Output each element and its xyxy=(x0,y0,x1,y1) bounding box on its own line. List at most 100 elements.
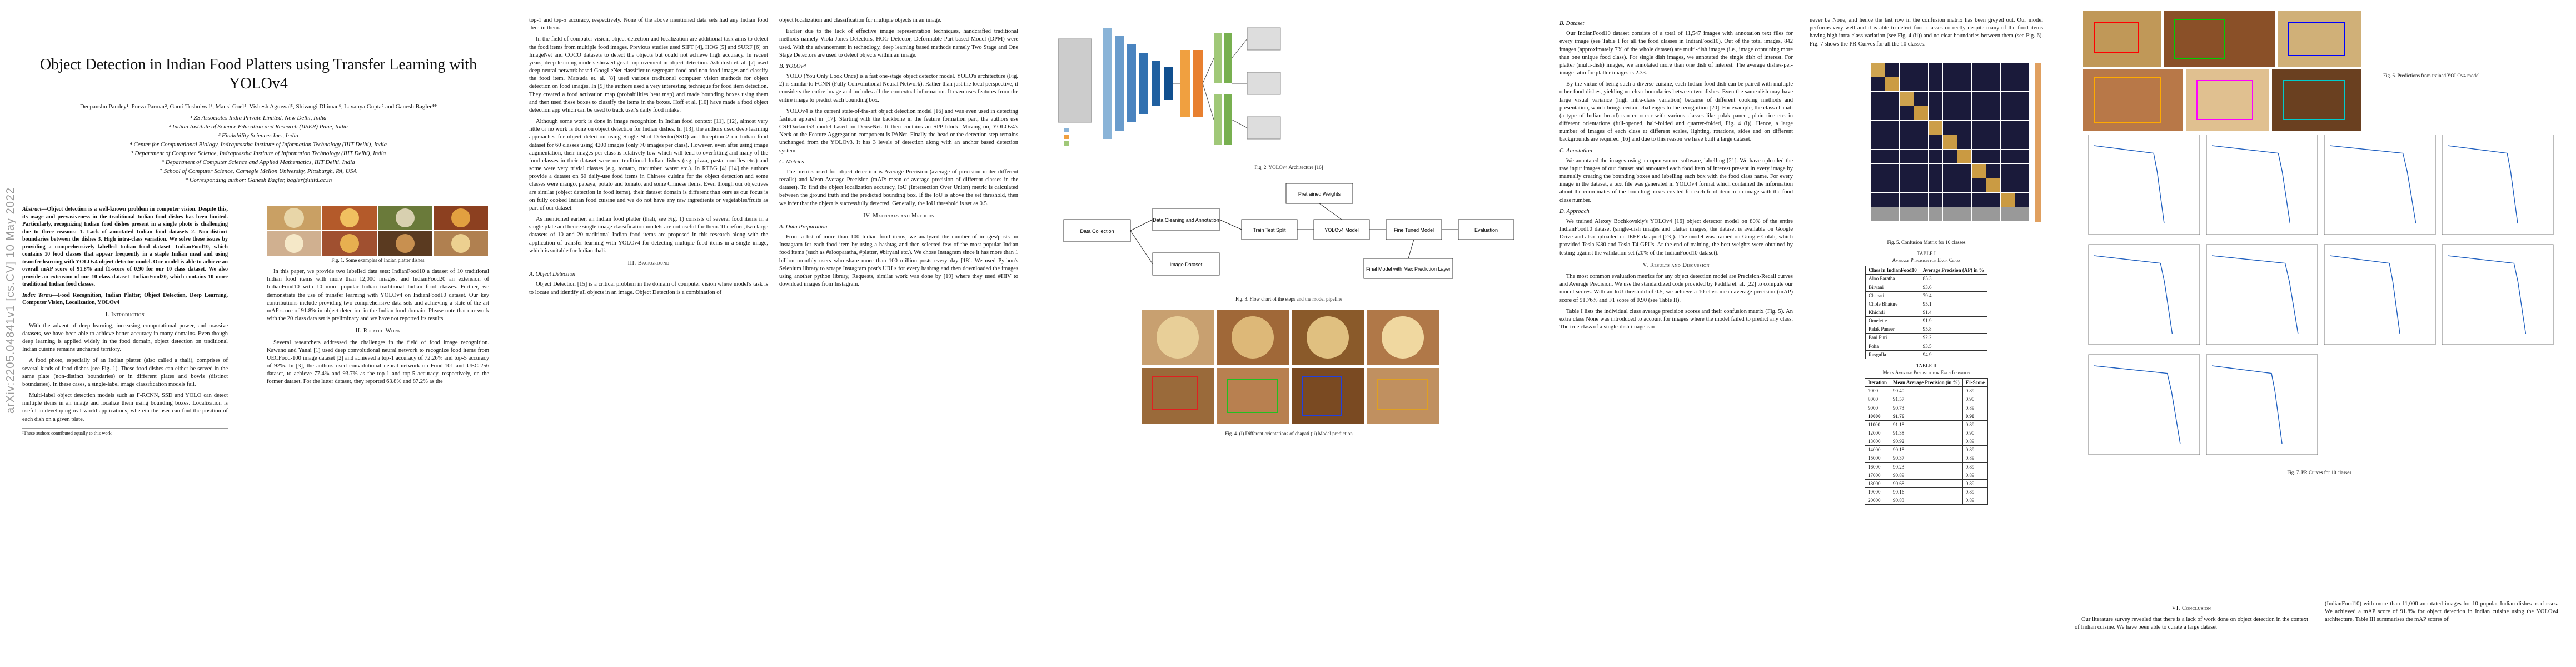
table-cell: 9000 xyxy=(1865,403,1890,412)
paragraph: The most common evaluation metrics for a… xyxy=(1559,273,1793,303)
confusion-cell xyxy=(1986,77,2000,91)
pr-curve-line xyxy=(2329,255,2400,334)
paragraph: We annotated the images using an open-so… xyxy=(1559,157,1793,203)
table-cell: 18000 xyxy=(1865,479,1890,488)
confusion-cell xyxy=(1943,120,1957,135)
confusion-cell xyxy=(1972,77,1986,91)
table-cell: 0.89 xyxy=(1962,462,1988,471)
table-cell: Palak Paneer xyxy=(1865,325,1920,334)
confusion-cell xyxy=(2001,192,2015,207)
table-header: Average Precision (AP) in % xyxy=(1919,266,1987,275)
column-left: top-1 and top-5 accuracy, respectively. … xyxy=(529,17,768,300)
pr-curve-panel xyxy=(2324,135,2436,235)
paragraph: YOLOv4 is the current state-of-the-art o… xyxy=(779,108,1018,154)
confusion-cell xyxy=(1871,163,1885,178)
confusion-cell xyxy=(1943,207,1957,221)
pr-panel-frame xyxy=(2206,354,2318,455)
column-left: Abstract—Object detection is a well-know… xyxy=(22,206,228,436)
confusion-cell xyxy=(1943,178,1957,192)
paragraph: In this paper, we provide two labelled d… xyxy=(267,268,489,322)
confusion-cell xyxy=(1986,207,2000,221)
table-cell: 0.89 xyxy=(1962,445,1988,455)
confusion-cell xyxy=(2001,106,2015,120)
confusion-cell xyxy=(1972,163,1986,178)
affiliation: ² Indian Institute of Science Education … xyxy=(168,123,348,130)
table-cell: 91.4 xyxy=(1919,307,1987,317)
confusion-cell xyxy=(1929,106,1942,120)
pr-panel-frame xyxy=(2442,135,2554,235)
paragraph: Several researchers addressed the challe… xyxy=(267,339,489,385)
confusion-cell xyxy=(1957,106,1971,120)
confusion-cell xyxy=(1943,163,1957,178)
confusion-cell xyxy=(1871,91,1885,106)
table-cell: 90.40 xyxy=(1890,386,1963,396)
paragraph: As mentioned earlier, an Indian food pla… xyxy=(529,216,768,254)
colorbar xyxy=(2035,62,2041,222)
table-cell: Khichdi xyxy=(1865,307,1920,317)
pr-curve-line xyxy=(2094,145,2165,224)
pr-curve-panel xyxy=(2206,135,2318,235)
table-cell: 0.89 xyxy=(1962,479,1988,488)
abstract: Object detection is a well-known problem… xyxy=(22,206,228,287)
confusion-cell xyxy=(1957,62,1971,77)
table-cell: 91.9 xyxy=(1919,316,1987,326)
confusion-cell xyxy=(1986,192,2000,207)
table-cell: 90.92 xyxy=(1890,437,1963,446)
flow-pretrained-weights: Pretrained Weights xyxy=(1298,191,1341,197)
figure-1-food-images xyxy=(267,206,488,256)
confusion-cell xyxy=(1914,77,1928,91)
confusion-cell xyxy=(2015,135,2029,149)
pr-curve-panel xyxy=(2088,354,2200,455)
confusion-cell xyxy=(1871,62,1885,77)
confusion-cell xyxy=(1900,91,1914,106)
table-cell: 0.89 xyxy=(1962,437,1988,446)
table-cell: 0.89 xyxy=(1962,386,1988,396)
confusion-cell xyxy=(1986,163,2000,178)
figure-1-caption: Fig. 1. Some examples of Indian platter … xyxy=(331,257,425,263)
corresponding-author: * Corresponding author: Ganesh Bagler, b… xyxy=(185,176,332,183)
figure-5-confusion-matrix xyxy=(1871,62,2041,222)
confusion-cell xyxy=(1972,91,1986,106)
confusion-cell xyxy=(1914,192,1928,207)
pr-curve-line xyxy=(2094,255,2173,334)
confusion-cell xyxy=(1943,91,1957,106)
pr-curve-panel xyxy=(2206,354,2318,455)
confusion-cell xyxy=(2015,77,2029,91)
confusion-cell xyxy=(1929,192,1942,207)
confusion-cell xyxy=(1914,149,1928,163)
figure-3-caption: Fig. 3. Flow chart of the steps and the … xyxy=(1235,296,1342,302)
table-cell: Omelette xyxy=(1865,316,1920,326)
table-cell: 20000 xyxy=(1865,496,1890,505)
figure-4-caption: Fig. 4. (i) Different orientations of ch… xyxy=(1225,430,1353,436)
table-cell: 0.90 xyxy=(1962,395,1988,404)
confusion-cell xyxy=(1871,120,1885,135)
flow-evaluation: Evaluation xyxy=(1474,227,1498,233)
confusion-cell xyxy=(1957,77,1971,91)
confusion-cell xyxy=(1900,178,1914,192)
table-cell: 95.8 xyxy=(1919,325,1987,334)
confusion-cell xyxy=(1957,149,1971,163)
pr-curve-line xyxy=(2211,145,2291,224)
confusion-cell xyxy=(1914,135,1928,149)
subsection-heading: B. Dataset xyxy=(1559,21,1585,27)
pr-curve-panel xyxy=(2442,135,2554,235)
confusion-cell xyxy=(1972,149,1986,163)
confusion-cell xyxy=(2001,62,2015,77)
table-header: Iteration xyxy=(1865,378,1890,387)
paragraph: The metrics used for object detection is… xyxy=(779,168,1018,207)
pr-panel-frame xyxy=(2324,244,2436,345)
confusion-cell xyxy=(2001,178,2015,192)
subsection-heading: C. Metrics xyxy=(779,158,804,165)
table-cell: 13000 xyxy=(1865,437,1890,446)
paragraph: By the virtue of being such a diverse cu… xyxy=(1559,81,1793,143)
